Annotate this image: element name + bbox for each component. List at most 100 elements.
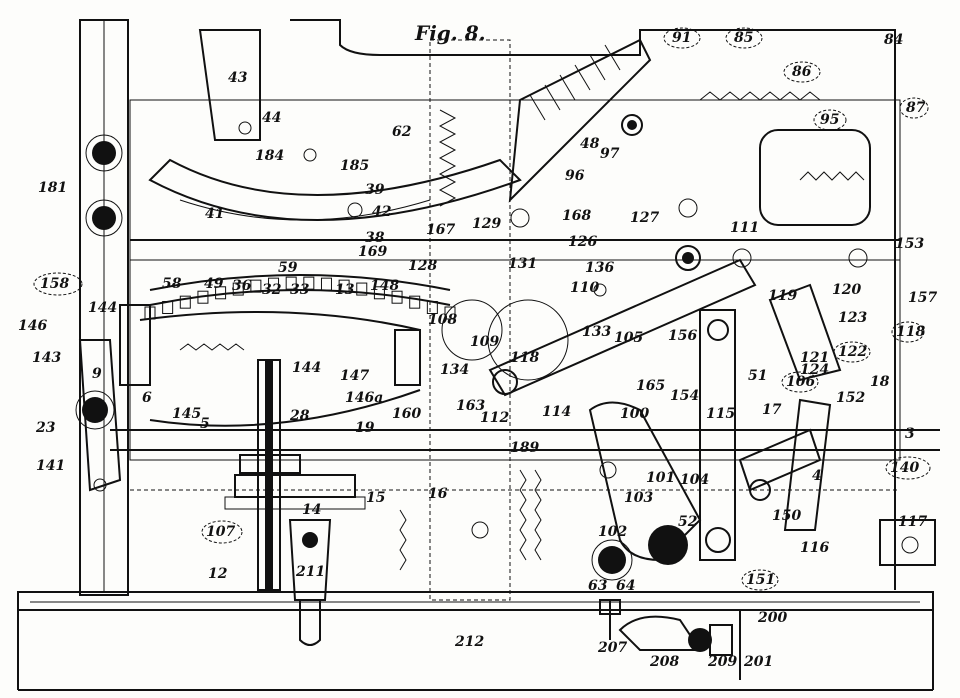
label-5: 5 — [200, 416, 210, 432]
label-141: 141 — [36, 458, 65, 474]
label-157: 157 — [908, 290, 937, 306]
rack-tooth — [320, 277, 332, 291]
label-14: 14 — [302, 502, 321, 518]
label-104: 104 — [680, 472, 709, 488]
rack-tooth — [215, 286, 227, 300]
label-23: 23 — [35, 420, 56, 436]
label-160: 160 — [392, 406, 421, 422]
label-52: 52 — [678, 514, 698, 530]
label-200: 200 — [757, 610, 787, 626]
label-121: 121 — [800, 350, 829, 366]
rack-tooth — [285, 276, 297, 290]
label-129: 129 — [472, 216, 501, 232]
label-36: 36 — [232, 278, 252, 294]
label-144b: 144 — [292, 360, 321, 376]
label-212: 212 — [454, 634, 484, 650]
rack-tooth — [232, 282, 244, 296]
label-84: 84 — [884, 32, 903, 48]
label-95: 95 — [820, 112, 839, 128]
label-42: 42 — [372, 204, 392, 220]
label-208: 208 — [649, 654, 679, 670]
rack-tooth — [197, 290, 209, 304]
label-153: 153 — [895, 236, 924, 252]
label-28: 28 — [289, 408, 310, 424]
left-frame — [79, 19, 129, 596]
label-63: 63 — [588, 578, 608, 594]
rack-tooth — [356, 282, 368, 296]
label-118: 118 — [896, 324, 925, 340]
label-87: 87 — [906, 100, 926, 116]
label-91: 91 — [672, 30, 691, 46]
label-107: 107 — [206, 524, 235, 540]
reference-labels: 43 44 62 184 185 39 41 42 38 169 167 129… — [18, 30, 937, 670]
label-209: 209 — [707, 654, 737, 670]
label-140: 140 — [890, 460, 919, 476]
right-levers — [441, 198, 936, 581]
label-134: 134 — [440, 362, 469, 378]
label-48: 48 — [580, 136, 600, 152]
rack-tooth — [391, 290, 403, 304]
label-133: 133 — [582, 324, 611, 340]
label-19: 19 — [355, 420, 375, 436]
label-9: 9 — [92, 366, 102, 382]
label-101: 101 — [646, 470, 675, 486]
label-211: 211 — [295, 564, 325, 580]
toothed-rack — [119, 274, 456, 427]
label-58: 58 — [162, 276, 182, 292]
label-100: 100 — [620, 406, 649, 422]
label-152: 152 — [836, 390, 865, 406]
label-105: 105 — [614, 330, 643, 346]
label-181: 181 — [38, 180, 67, 196]
label-18: 18 — [870, 374, 890, 390]
label-169: 169 — [358, 244, 387, 260]
label-118b: 118 — [510, 350, 539, 366]
label-111: 111 — [730, 220, 759, 236]
label-158: 158 — [40, 276, 69, 292]
label-112: 112 — [480, 410, 509, 426]
label-49: 49 — [204, 276, 224, 292]
label-165: 165 — [636, 378, 665, 394]
label-167: 167 — [426, 222, 455, 238]
rack-tooth — [373, 286, 385, 300]
label-33: 33 — [290, 282, 310, 298]
label-116: 116 — [800, 540, 829, 556]
label-109: 109 — [470, 334, 499, 350]
label-151: 151 — [746, 572, 775, 588]
springs — [179, 91, 865, 571]
label-16: 16 — [428, 486, 448, 502]
rack-tooth — [303, 276, 315, 290]
label-122: 122 — [838, 344, 867, 360]
label-103: 103 — [624, 490, 653, 506]
rack-tooth — [179, 295, 191, 309]
label-102: 102 — [598, 524, 627, 540]
rack-tooth — [338, 279, 350, 293]
label-59: 59 — [278, 260, 298, 276]
label-189: 189 — [510, 440, 539, 456]
label-43: 43 — [228, 70, 248, 86]
label-126: 126 — [568, 234, 597, 250]
label-123: 123 — [838, 310, 867, 326]
label-147: 147 — [340, 368, 369, 384]
main-housing — [110, 19, 940, 601]
label-156: 156 — [668, 328, 697, 344]
rack-tooth — [426, 300, 438, 314]
bottom-linkage — [599, 599, 741, 680]
label-145: 145 — [172, 406, 201, 422]
label-120: 120 — [832, 282, 861, 298]
label-44: 44 — [262, 110, 281, 126]
rack-tooth — [268, 277, 280, 291]
label-143: 143 — [32, 350, 61, 366]
label-115: 115 — [706, 406, 735, 422]
label-51: 51 — [748, 368, 767, 384]
label-38: 38 — [365, 230, 385, 246]
label-154: 154 — [670, 388, 699, 404]
circled-numeral-rings — [33, 27, 931, 591]
label-119: 119 — [768, 288, 797, 304]
label-163: 163 — [456, 398, 485, 414]
label-201: 201 — [743, 654, 773, 670]
label-184: 184 — [255, 148, 284, 164]
label-62: 62 — [392, 124, 412, 140]
label-128: 128 — [408, 258, 437, 274]
